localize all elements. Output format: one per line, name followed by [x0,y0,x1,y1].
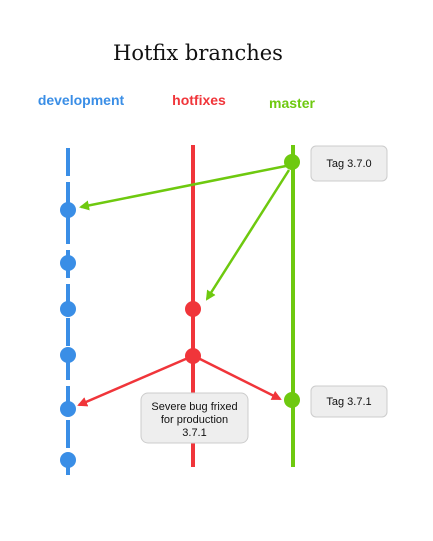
development-commit [60,202,76,218]
tag-box-3-7-1: Tag 3.7.1 [310,385,388,418]
tag-label-3-7-0: Tag 3.7.0 [326,158,371,170]
tag-box-3-7-0: Tag 3.7.0 [310,145,388,182]
tag-label-3-7-1: Tag 3.7.1 [326,396,371,408]
hotfix-note-line-1: Severe bug frixed [151,401,237,413]
master-commit [284,154,300,170]
lane-label-master: master [269,95,315,111]
lane-label-development: development [38,92,125,108]
development-commit [60,301,76,317]
development-commit [60,452,76,468]
master-commit [284,392,300,408]
arrow-master-to-development [79,163,292,211]
hotfix-note-line-2: for production [161,414,228,426]
development-commit [60,401,76,417]
hotfix-commit [185,348,201,364]
hotfix-note-box: Severe bug frixed for production 3.7.1 [140,392,249,444]
hotfix-note-line-3: 3.7.1 [182,427,206,439]
arrow-hotfix-to-development [77,356,189,407]
hotfix-commit [185,301,201,317]
arrow-master-to-hotfixes [205,169,291,301]
lane-label-hotfixes: hotfixes [172,92,226,108]
development-commit [60,255,76,271]
development-commit [60,347,76,363]
diagram-title: Hotfix branches [113,41,283,65]
arrow-hotfix-to-master [197,356,282,401]
